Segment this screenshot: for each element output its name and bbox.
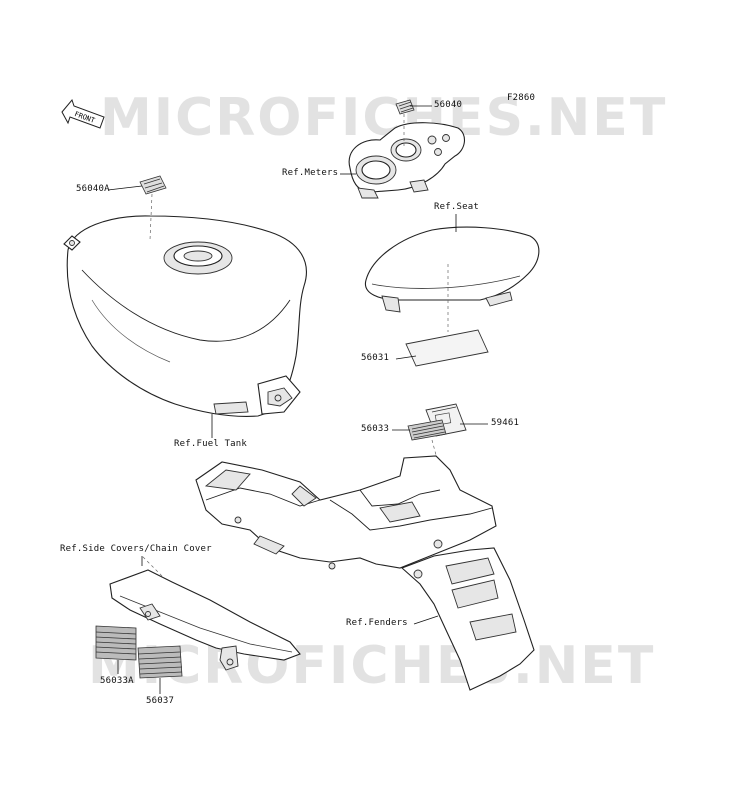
part-label-56040: 56040 [434, 100, 463, 110]
ref-label-meters: Ref.Meters [282, 168, 339, 178]
decal-56040A [139, 175, 167, 241]
decal-56040 [395, 99, 415, 146]
part-label-56033: 56033 [361, 424, 390, 434]
watermark-bottom: MICROFICHES.NET [88, 636, 656, 696]
part-label-56031: 56031 [361, 353, 390, 363]
meters-part [348, 122, 465, 199]
rear-tray-part [195, 455, 497, 570]
ref-label-fenders: Ref.Fenders [346, 618, 408, 628]
part-label-56040A: 56040A [76, 184, 110, 194]
decal-56033A [95, 625, 137, 661]
front-arrow-icon: FRONT [61, 98, 105, 129]
ref-label-fuel-tank: Ref.Fuel Tank [174, 439, 248, 449]
diagram-code: F2860 [507, 93, 536, 103]
fuel-tank-part [63, 215, 307, 417]
ref-label-side-covers: Ref.Side Covers/Chain Cover [60, 544, 212, 554]
decal-56037 [137, 645, 183, 679]
seat-part [364, 226, 540, 332]
part-label-56033A: 56033A [100, 676, 134, 686]
ref-label-seat: Ref.Seat [434, 202, 479, 212]
chain-cover-part [109, 555, 301, 671]
decal-56031 [405, 329, 489, 367]
part-label-56037: 56037 [146, 696, 175, 706]
leader-lines [107, 105, 488, 694]
rear-fender-part [400, 547, 535, 691]
part-label-59461: 59461 [491, 418, 520, 428]
